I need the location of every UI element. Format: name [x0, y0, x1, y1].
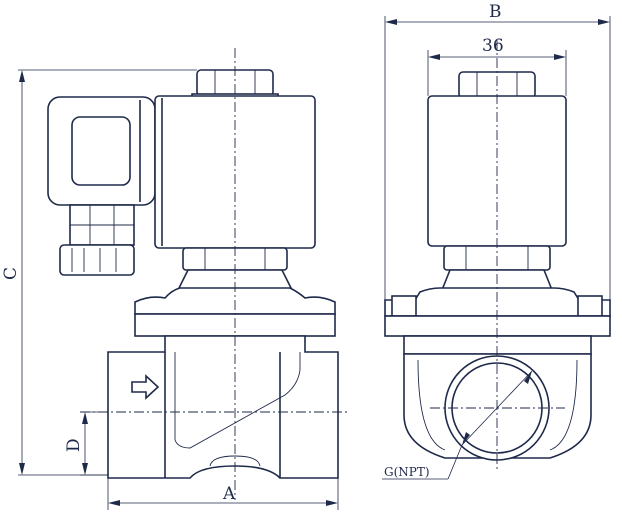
- connector-window: [71, 116, 131, 186]
- front-flange-lower: [403, 335, 592, 355]
- front-bolt-left: [391, 295, 417, 317]
- dimension-c-label: C: [1, 267, 21, 280]
- drain-port: [209, 455, 261, 467]
- dimension-b-label: B: [489, 2, 502, 22]
- dimension-a: A: [107, 478, 339, 510]
- dimension-b: B: [384, 2, 611, 316]
- inner-passage: [174, 352, 301, 449]
- dimension-coil-width: 36: [427, 36, 567, 96]
- dimension-c: C: [1, 69, 197, 476]
- front-bolt-right: [577, 295, 603, 317]
- thread-label: G(NPT): [384, 465, 430, 479]
- flow-direction-arrow-icon: [131, 374, 160, 400]
- gland-nut: [59, 244, 135, 276]
- front-view: [384, 40, 611, 470]
- side-view: [47, 48, 350, 500]
- dimension-d: D: [64, 411, 108, 476]
- coil: [154, 95, 316, 249]
- front-bonnet: [384, 287, 611, 317]
- dimension-coil-width-label: 36: [482, 36, 504, 56]
- dimension-d-label: D: [64, 438, 84, 452]
- thread-callout: G(NPT): [382, 370, 533, 480]
- front-flange: [384, 315, 611, 337]
- dimension-a-label: A: [222, 484, 236, 504]
